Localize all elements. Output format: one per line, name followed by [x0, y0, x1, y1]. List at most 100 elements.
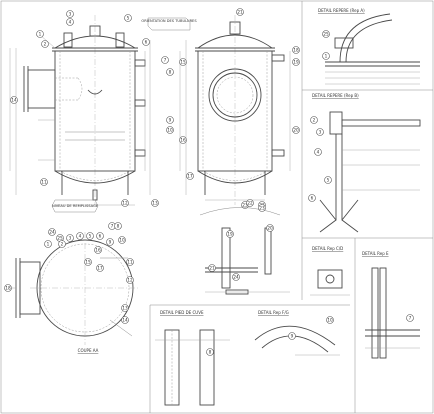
item-balloon-number: 11: [127, 260, 133, 265]
item-balloon-number: 19: [227, 232, 233, 237]
item-balloon-number: 11: [41, 180, 47, 185]
item-balloon: [314, 148, 322, 156]
item-balloon-number: 13: [152, 201, 158, 206]
item-balloon-number: 12: [127, 278, 133, 283]
item-balloon: [288, 332, 296, 340]
item-balloon: [96, 232, 104, 240]
side-elevation-view: 15 16 17 18 19 20 21 22 23: [179, 8, 300, 209]
item-balloon: [166, 126, 174, 134]
item-balloon: [41, 40, 49, 48]
item-balloon-number: 2: [61, 242, 64, 247]
item-balloon-number: 9: [169, 118, 172, 123]
item-balloon-number: 1: [325, 54, 328, 59]
item-balloon-number: 10: [119, 238, 125, 243]
item-balloon: [246, 199, 254, 207]
item-balloon: [322, 52, 330, 60]
item-balloon: [232, 273, 240, 281]
item-balloon-number: 23: [259, 206, 265, 211]
item-balloon-number: 19: [293, 60, 299, 65]
top-note: ORIENTATION DES TUBULURES: [141, 17, 197, 31]
item-balloon: [292, 58, 300, 66]
item-balloon-number: 24: [49, 230, 55, 235]
detail-a-title: DETAIL REPERE (Rep A): [318, 8, 365, 13]
detail-f-title: DETAIL Rep F/G: [258, 310, 289, 315]
item-balloon-number: 7: [164, 58, 167, 63]
top-note-text: ORIENTATION DES TUBULURES: [141, 19, 197, 23]
item-balloon: [236, 8, 244, 16]
item-balloon-number: 5: [127, 16, 130, 21]
item-balloon: [58, 240, 66, 248]
item-balloon: [10, 96, 18, 104]
item-balloon: [310, 116, 318, 124]
item-balloon-number: 9: [291, 334, 294, 339]
item-balloon-number: 10: [167, 128, 173, 133]
item-balloon: [121, 316, 129, 324]
item-balloon-number: 23: [242, 203, 248, 208]
item-balloon-number: 1: [47, 242, 50, 247]
item-balloon: [40, 178, 48, 186]
item-balloon-number: 18: [5, 286, 11, 291]
item-balloon-number: 12: [122, 201, 128, 206]
item-balloon-number: 9: [109, 240, 112, 245]
item-balloon: [179, 58, 187, 66]
item-balloon: [94, 246, 102, 254]
item-balloon: [326, 316, 334, 324]
item-balloon: [208, 264, 216, 272]
item-balloon-number: 17: [97, 266, 103, 271]
item-balloon: [114, 222, 122, 230]
item-balloon: [126, 276, 134, 284]
item-balloon-number: 16: [95, 248, 101, 253]
item-balloon: [76, 232, 84, 240]
item-balloon-number: 20: [267, 226, 273, 231]
item-balloon: [151, 199, 159, 207]
item-balloon: [121, 304, 129, 312]
item-balloon-number: 7: [409, 316, 412, 321]
item-balloon-number: 5: [327, 178, 330, 183]
item-balloon-number: 7: [111, 224, 114, 229]
bottom-note: NIVEAU DE REMPLISSAGE: [51, 199, 99, 213]
item-balloon: [124, 14, 132, 22]
item-balloon-number: 4: [79, 234, 82, 239]
item-balloon-number: 20: [293, 128, 299, 133]
item-balloon: [166, 116, 174, 124]
item-balloon-number: 6: [311, 196, 314, 201]
detail-d: DETAIL Rep E 7: [362, 251, 420, 359]
item-balloon: [406, 314, 414, 322]
item-balloon-number: 1: [39, 32, 42, 37]
item-balloon: [106, 238, 114, 246]
item-balloon: [4, 284, 12, 292]
item-balloon-number: 21: [209, 266, 215, 271]
detail-c: DETAIL Rep C/D: [310, 246, 350, 296]
item-balloon: [84, 258, 92, 266]
item-balloon: [66, 18, 74, 26]
item-balloon-number: 18: [293, 48, 299, 53]
item-balloon: [266, 224, 274, 232]
item-balloon: [322, 30, 330, 38]
item-balloon: [179, 136, 187, 144]
item-balloon-number: 6: [99, 234, 102, 239]
item-balloon: [66, 10, 74, 18]
item-balloon: [121, 199, 129, 207]
detail-f: DETAIL Rep F/G 9 10: [254, 310, 340, 356]
item-balloon: [126, 258, 134, 266]
item-balloon-number: 3: [69, 12, 72, 17]
item-balloon: [66, 234, 74, 242]
item-balloon-number: 3: [69, 236, 72, 241]
item-balloon-number: 16: [180, 138, 186, 143]
item-balloon-number: 10: [327, 318, 333, 323]
item-balloon-number: 8: [209, 350, 212, 355]
item-balloon: [118, 236, 126, 244]
item-balloon: [292, 126, 300, 134]
item-balloon: [161, 56, 169, 64]
item-balloon-number: 5: [89, 234, 92, 239]
section-aa-label: COUPE AA: [78, 348, 99, 353]
item-balloon: [206, 348, 214, 356]
item-balloon-number: 17: [187, 174, 193, 179]
item-balloon-number: 25: [323, 32, 329, 37]
item-balloon-number: 4: [69, 20, 72, 25]
item-balloon: [316, 128, 324, 136]
item-balloon-number: 13: [122, 306, 128, 311]
item-balloon-number: 15: [85, 260, 91, 265]
